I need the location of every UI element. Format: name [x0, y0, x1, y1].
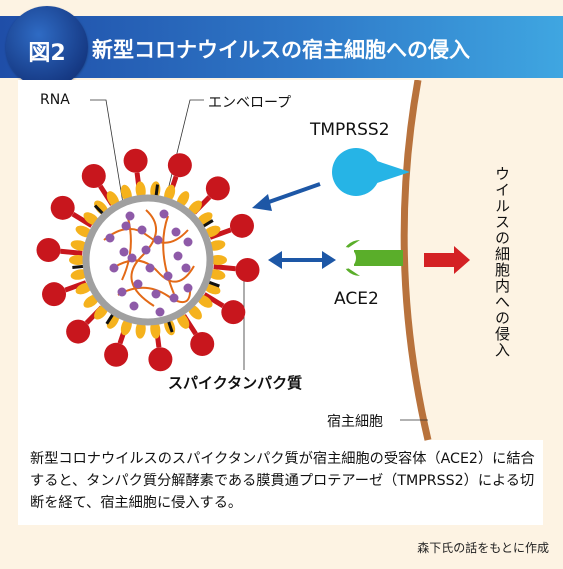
envelope-protein	[69, 255, 87, 265]
spike-head	[36, 238, 61, 263]
envelope-leader-line	[167, 99, 204, 191]
title-bar	[0, 16, 563, 78]
nucleocapsid-bead	[109, 263, 119, 273]
rna-strand	[117, 285, 192, 304]
nucleocapsid-bead	[183, 237, 193, 247]
figure-title: 新型コロナウイルスの宿主細胞への侵入	[92, 38, 470, 62]
envelope-label: エンベロープ	[208, 95, 292, 111]
nucleocapsid-bead	[105, 233, 115, 243]
host-cell-interior	[404, 80, 543, 440]
spike-head	[66, 319, 91, 344]
nucleocapsid-bead	[145, 263, 155, 273]
nucleocapsid-bead	[117, 287, 127, 297]
spike-stalk	[203, 292, 225, 309]
cell-entry-arrow	[424, 246, 470, 274]
nucleocapsid-bead	[173, 251, 183, 261]
figure-caption: 新型コロナウイルスのスパイクタンパク質が宿主細胞の受容体（ACE2）に結合すると…	[30, 451, 535, 511]
spike-stalk	[71, 211, 93, 228]
host-cell-membrane	[400, 80, 432, 441]
tmprss2-to-virus-arrow	[252, 182, 321, 211]
spike-label: スパイクタンパク質	[168, 374, 303, 392]
ace2-label: ACE2	[334, 289, 379, 309]
spike-head	[50, 195, 75, 220]
diagram-canvas	[36, 80, 543, 441]
nucleocapsid-bead	[151, 289, 161, 299]
nucleocapsid-bead	[125, 211, 135, 221]
spike-head	[42, 282, 67, 307]
figure-badge: 図2	[6, 6, 88, 88]
spike-head	[81, 163, 106, 188]
nucleocapsid-bead	[153, 235, 163, 245]
rna-strand	[109, 259, 195, 283]
nucleocapsid-bead	[169, 293, 179, 303]
nucleocapsid-bead	[129, 301, 139, 311]
nucleocapsid-bead	[141, 245, 151, 255]
spike-head	[148, 347, 173, 372]
spike-head	[190, 332, 215, 357]
rna-strand	[162, 215, 175, 295]
spike-head	[229, 213, 254, 238]
tmprss2-protease	[332, 148, 410, 196]
rna-strand	[130, 209, 157, 307]
tmprss2-label: TMPRSS2	[310, 120, 390, 140]
spike-head	[205, 176, 230, 201]
lipid-envelope	[82, 194, 214, 326]
nucleocapsid-bead	[181, 263, 191, 273]
nucleocapsid-bead	[183, 283, 193, 293]
nucleocapsid-bead	[171, 227, 181, 237]
spike-head	[221, 300, 246, 325]
spike-head	[123, 148, 148, 173]
spike-head	[235, 257, 260, 282]
rna-label: RNA	[40, 92, 70, 108]
host-cell-label: 宿主細胞	[327, 414, 383, 430]
spike-stalk	[60, 248, 83, 256]
figure-number: 図2	[28, 41, 66, 66]
nucleocapsid-bead	[119, 247, 129, 257]
ace2-receptor	[334, 240, 403, 276]
nucleocapsid-bead	[127, 253, 137, 263]
spike-stalk	[213, 264, 236, 272]
virus-particle	[36, 148, 260, 372]
diagram-panel: RNA エンベロープ TMPRSS2 ACE2 スパイクタンパク質 宿主細胞 ウ…	[18, 80, 543, 525]
envelope-protein	[209, 255, 227, 265]
spike-head	[167, 153, 192, 178]
spike-ace2-binding-arrow	[268, 251, 336, 269]
nucleocapsid-bead	[133, 279, 143, 289]
spike-head	[104, 342, 129, 367]
source-note: 森下氏の話をもとに作成	[417, 541, 549, 555]
nucleocapsid-bead	[163, 271, 173, 281]
nucleocapsid-bead	[121, 221, 131, 231]
nucleocapsid-bead	[137, 225, 147, 235]
nucleocapsid-bead	[159, 209, 169, 219]
rna-strand	[103, 228, 189, 244]
cell-entry-label: ウイルスの細胞内への侵入	[493, 166, 511, 358]
nucleocapsid-bead	[155, 307, 165, 317]
